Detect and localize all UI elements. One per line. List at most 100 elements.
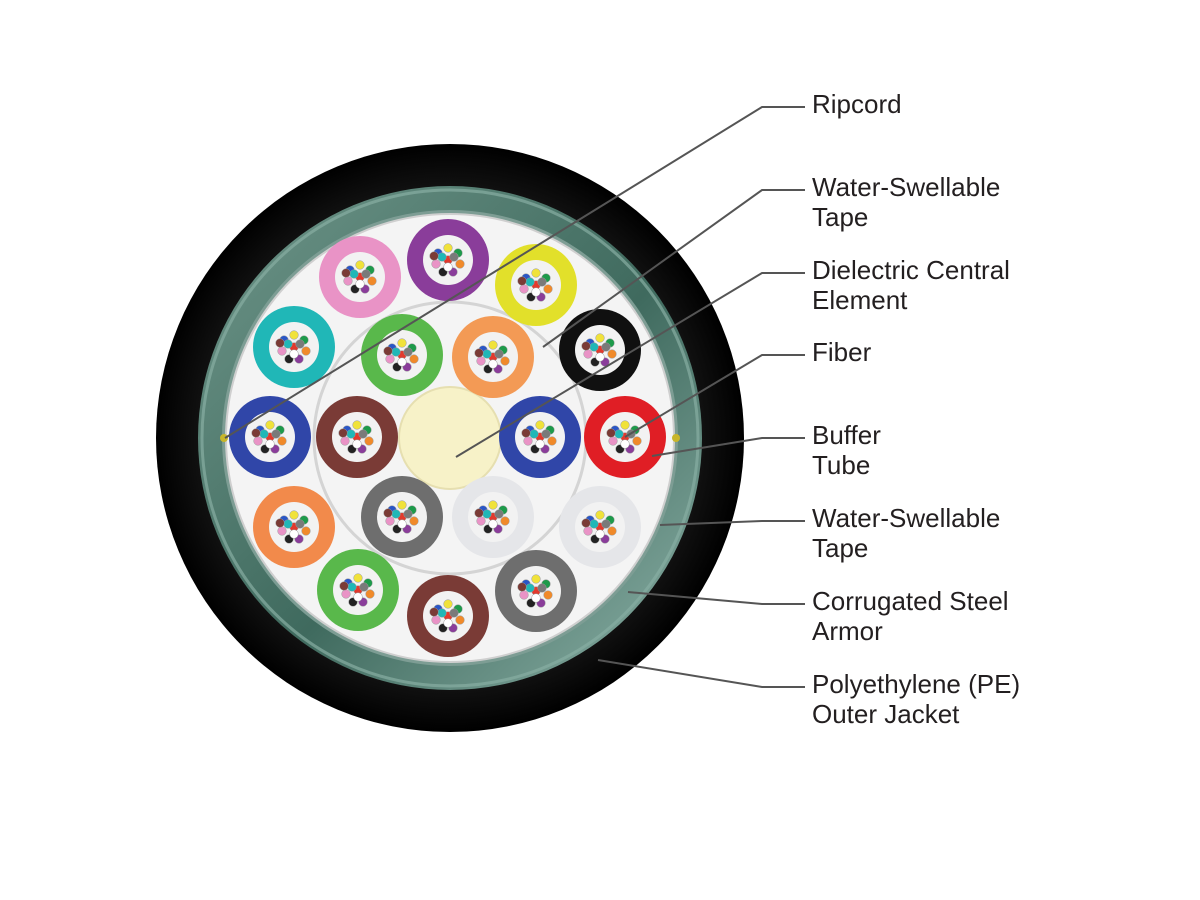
fiber [355,260,365,270]
fiber [403,509,413,519]
label-pe-outer-jacket: Polyethylene (PE) Outer Jacket [812,669,1020,729]
fiber [397,357,407,367]
fiber [365,589,375,599]
fiber [474,348,484,358]
fiber [583,526,593,536]
fiber [525,583,535,593]
fiber [589,519,599,529]
fiber [253,436,263,446]
fiber [251,428,261,438]
leader-line [597,659,805,688]
fiber [620,439,630,449]
fiber [606,428,616,438]
fiber [383,346,393,356]
fiber [277,346,287,356]
fiber [535,439,545,449]
fiber [259,429,269,439]
fiber [488,500,498,510]
label-ws-tape-outer-line1: Water-Swellable [812,172,1001,202]
leader-line [455,272,805,458]
fiber [488,519,498,529]
fiber [632,436,642,446]
fiber [265,439,275,449]
fiber [385,516,395,526]
fiber [341,589,351,599]
fiber [301,346,311,356]
fiber [482,509,492,519]
fiber [537,277,547,287]
fiber [531,574,541,584]
fiber [581,341,591,351]
label-buffer-tube-line1: Buffer [812,420,881,450]
armor-highlight-ring [200,188,700,688]
fiber [519,590,529,600]
fiber [275,338,285,348]
fiber [383,508,393,518]
fiber [397,500,407,510]
fiber [476,356,486,366]
ripcord-left [220,434,228,442]
fiber [385,354,395,364]
label-jacket-line1: Polyethylene (PE) [812,669,1021,699]
fiber [519,284,529,294]
fiber [494,349,504,359]
label-ripcord-line1: Ripcord [812,89,902,119]
label-buffer-tube: Buffer Tube [812,420,881,480]
label-fiber: Fiber [812,337,871,367]
fiber [443,618,453,628]
fiber [289,349,299,359]
fiber [340,436,350,446]
label-fiber-line1: Fiber [812,337,872,367]
label-buffer-tube-line2: Tube [812,450,871,480]
fiber [482,349,492,359]
fiber [541,429,551,439]
label-water-swellable-tape-inner: Water-Swellable Tape [812,503,1000,563]
fiber [437,608,447,618]
fiber [494,509,504,519]
fiber [455,615,465,625]
label-armor-line1: Corrugated Steel [812,586,1009,616]
leader-line [659,520,805,526]
fiber [367,276,377,286]
fiber [581,518,591,528]
fiber [289,330,299,340]
fiber [476,516,486,526]
fiber [341,268,351,278]
fiber [364,436,374,446]
fiber [525,277,535,287]
label-jacket-line2: Outer Jacket [812,699,960,729]
label-ripcord: Ripcord [812,89,902,119]
fiber [608,436,618,446]
label-central-element-line2: Element [812,285,908,315]
fiber [474,508,484,518]
label-water-swellable-tape-outer: Water-Swellable Tape [812,172,1000,232]
fiber [595,510,605,520]
fiber [531,268,541,278]
fiber [403,347,413,357]
fiber [391,509,401,519]
fiber [488,359,498,369]
fiber [283,519,293,529]
ripcord-right [672,434,680,442]
label-ws-tape-outer-line2: Tape [812,202,869,232]
label-ws-tape-inner-line1: Water-Swellable [812,503,1001,533]
fiber [614,429,624,439]
fiber [397,338,407,348]
fiber [277,436,287,446]
fiber [523,436,533,446]
fiber [283,339,293,349]
fiber [301,526,311,536]
fiber [359,582,369,592]
fiber [391,347,401,357]
fiber [595,333,605,343]
fiber [443,262,453,272]
fiber [488,340,498,350]
fiber [397,519,407,529]
fiber [361,269,371,279]
fiber [352,439,362,449]
fiber [531,287,541,297]
fiber [295,339,305,349]
fiber [535,420,545,430]
fiber [443,243,453,253]
